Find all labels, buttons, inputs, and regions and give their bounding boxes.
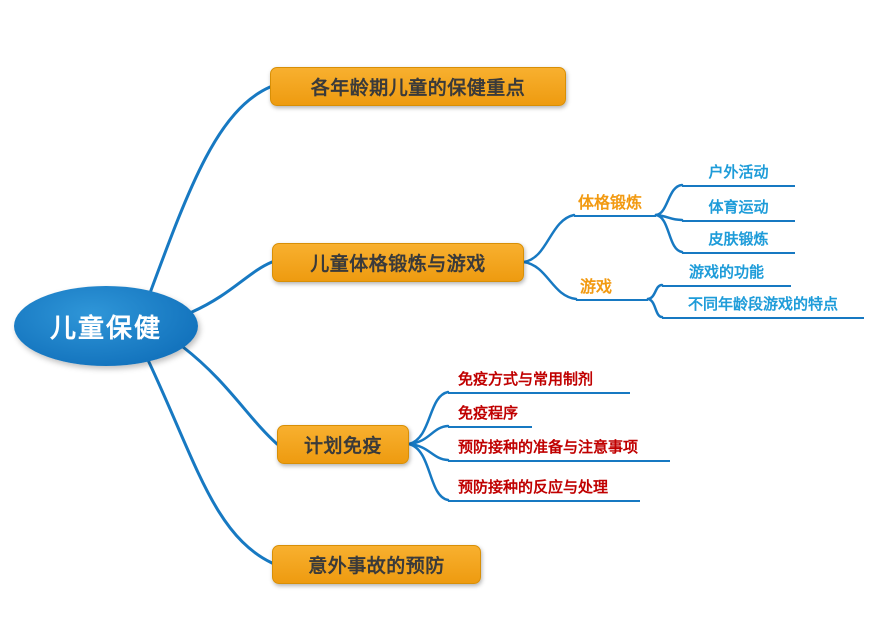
connector-topic2-to-sub1 (522, 213, 576, 264)
connector-topic3-to-leaf4 (407, 442, 450, 502)
connector-sub1-to-leaf1 (654, 183, 684, 217)
leaf-vaccination-reactions[interactable]: 预防接种的反应与处理 (448, 479, 640, 502)
connector-topic2-to-sub2 (522, 260, 578, 301)
topic-label: 儿童体格锻炼与游戏 (310, 253, 486, 275)
connector-root-to-topic4 (146, 358, 274, 565)
leaf-outdoor-activity[interactable]: 户外活动 (682, 164, 795, 187)
topic-physical-exercise-and-games[interactable]: 儿童体格锻炼与游戏 (272, 243, 524, 282)
leaf-vaccination-preparation[interactable]: 预防接种的准备与注意事项 (448, 439, 670, 462)
topic-planned-immunization[interactable]: 计划免疫 (277, 425, 409, 464)
root-label: 儿童保健 (49, 313, 162, 344)
connector-sub2-to-leaf2 (646, 297, 664, 319)
subtopic-physical-exercise[interactable]: 体格锻炼 (574, 194, 656, 217)
connector-root-to-topic2 (190, 260, 274, 314)
topic-accident-prevention[interactable]: 意外事故的预防 (272, 545, 481, 584)
topic-label: 各年龄期儿童的保健重点 (310, 77, 526, 99)
connector-topic3-to-leaf1 (407, 390, 450, 446)
leaf-game-age-characteristics[interactable]: 不同年龄段游戏的特点 (662, 296, 864, 319)
connector-topic3-to-leaf2 (407, 424, 450, 446)
connector-sub2-to-leaf1 (646, 283, 664, 301)
root-node[interactable]: 儿童保健 (14, 286, 198, 366)
leaf-immunization-schedule[interactable]: 免疫程序 (448, 405, 532, 428)
leaf-immunization-methods[interactable]: 免疫方式与常用制剂 (448, 371, 630, 394)
topic-label: 意外事故的预防 (308, 555, 445, 577)
connector-sub1-to-leaf3 (654, 213, 684, 254)
leaf-game-functions[interactable]: 游戏的功能 (662, 264, 791, 287)
subtopic-games[interactable]: 游戏 (576, 278, 648, 301)
leaf-skin-exercise[interactable]: 皮肤锻炼 (682, 231, 795, 254)
connector-root-to-topic3 (181, 345, 279, 446)
topic-label: 计划免疫 (303, 435, 382, 457)
leaf-sports[interactable]: 体育运动 (682, 199, 795, 222)
connector-root-to-topic1 (148, 85, 272, 295)
topic-age-specific-care[interactable]: 各年龄期儿童的保健重点 (270, 67, 566, 106)
